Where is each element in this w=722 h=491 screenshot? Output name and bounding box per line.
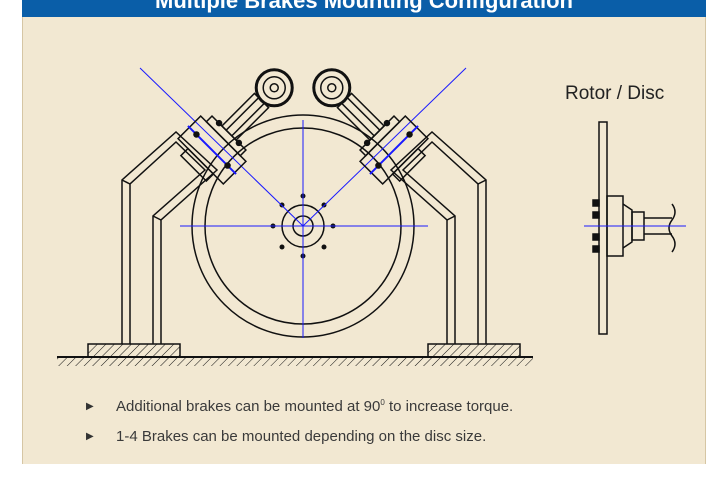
triangle-right-icon: ▶ <box>86 431 94 442</box>
bullet-item-2: ▶ 1-4 Brakes can be mounted depending on… <box>86 428 513 458</box>
bullet-text-1: Additional brakes can be mounted at 900 … <box>116 398 514 415</box>
content-panel <box>22 0 706 464</box>
ground-line <box>57 356 533 366</box>
bullet-list: ▶ Additional brakes can be mounted at 90… <box>86 398 513 458</box>
rotor-disc-side-view <box>584 121 686 335</box>
right-base-plate <box>427 343 521 358</box>
left-brake-caliper <box>176 68 294 186</box>
left-base-plate <box>87 343 181 358</box>
bullet-text-2: 1-4 Brakes can be mounted depending on t… <box>116 428 487 445</box>
header-title: Multiple Brakes Mounting Configuration <box>155 0 573 13</box>
header-bar: Multiple Brakes Mounting Configuration <box>22 0 706 17</box>
bullet-item-1: ▶ Additional brakes can be mounted at 90… <box>86 398 513 428</box>
centerlines <box>139 67 467 338</box>
triangle-right-icon: ▶ <box>86 401 94 412</box>
right-brake-caliper <box>312 68 430 186</box>
right-bracket <box>389 130 487 344</box>
left-bracket <box>121 130 219 344</box>
rotor-disc-label: Rotor / Disc <box>565 83 665 104</box>
